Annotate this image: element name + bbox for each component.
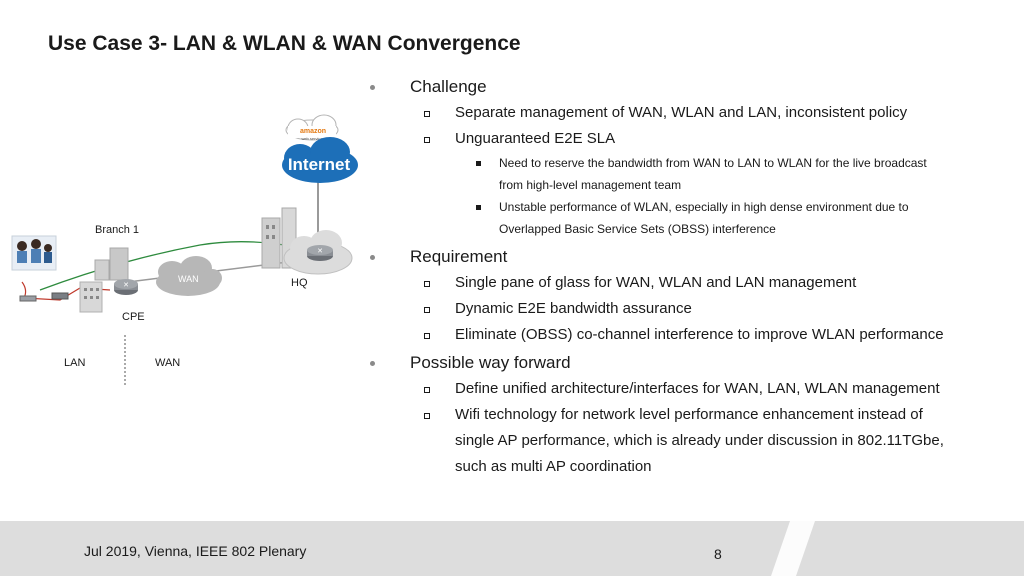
bullet-dot xyxy=(370,85,375,90)
internet-label: Internet xyxy=(288,155,351,174)
square-bullet-icon xyxy=(424,387,430,393)
hq-router-icon: ✕ xyxy=(307,245,333,261)
section-heading: Possible way forward xyxy=(410,353,571,372)
section-heading: Requirement xyxy=(410,247,508,266)
lan-cable xyxy=(21,281,111,301)
list-item: Wifi technology for network level perfor… xyxy=(368,402,1008,428)
section-heading: Challenge xyxy=(410,77,487,96)
list-item-text: Dynamic E2E bandwidth assurance xyxy=(455,300,692,317)
footer-bar xyxy=(0,521,1024,576)
list-item-text: Separate management of WAN, WLAN and LAN… xyxy=(455,104,908,121)
bullet-list: Challenge Separate management of WAN, WL… xyxy=(368,74,1008,480)
lan-label: LAN xyxy=(64,357,86,369)
wan-cloud-label: WAN xyxy=(178,274,199,284)
section-way-forward: Possible way forward xyxy=(368,350,1008,376)
amazon-sub-label: web services xyxy=(301,136,324,141)
sub-item: Need to reserve the bandwidth from WAN t… xyxy=(368,152,1008,174)
list-item-continuation: single AP performance, which is already … xyxy=(368,428,1008,454)
branch-building-icon xyxy=(79,247,129,313)
list-item-continuation: such as multi AP coordination xyxy=(368,454,1008,480)
cpe-router-icon: ✕ xyxy=(114,279,138,295)
square-bullet-icon xyxy=(424,413,430,419)
footer-decoration xyxy=(771,521,815,576)
bullet-dot xyxy=(370,361,375,366)
wan-label: WAN xyxy=(155,357,181,369)
cpe-label: CPE xyxy=(122,311,145,323)
svg-text:✕: ✕ xyxy=(123,281,129,289)
sub-item: Unstable performance of WLAN, especially… xyxy=(368,196,1008,218)
amazon-label: amazon xyxy=(300,128,326,135)
bullet-dot xyxy=(370,255,375,260)
square-bullet-icon xyxy=(424,333,430,339)
wan-cloud-icon xyxy=(156,256,222,296)
aws-cloud-icon: amazon web services xyxy=(285,114,339,141)
svg-text:✕: ✕ xyxy=(317,247,323,255)
network-diagram: amazon web services Internet ✕ xyxy=(11,114,358,385)
list-item: Unguaranteed E2E SLA xyxy=(368,126,1008,152)
lan-switch-icon xyxy=(19,292,69,302)
branch-label: Branch 1 xyxy=(95,224,140,236)
section-requirement: Requirement xyxy=(368,244,1008,270)
sub-item-continuation: Overlapped Basic Service Sets (OBSS) int… xyxy=(368,218,1008,240)
list-item-text: Define unified architecture/interfaces f… xyxy=(455,380,940,397)
footer-text: Jul 2019, Vienna, IEEE 802 Plenary xyxy=(84,543,307,559)
list-item-text: Eliminate (OBSS) co-channel interference… xyxy=(455,326,944,343)
list-item: Separate management of WAN, WLAN and LAN… xyxy=(368,100,1008,126)
slide-title: Use Case 3- LAN & WLAN & WAN Convergence xyxy=(48,32,521,55)
sub-item-continuation: from high-level management team xyxy=(368,174,1008,196)
square-bullet-icon xyxy=(424,137,430,143)
filled-square-bullet-icon xyxy=(476,161,481,166)
square-bullet-icon xyxy=(424,281,430,287)
section-challenge: Challenge xyxy=(368,74,1008,100)
list-item: Eliminate (OBSS) co-channel interference… xyxy=(368,322,1008,348)
list-item-text: Single pane of glass for WAN, WLAN and L… xyxy=(455,274,857,291)
users-photo-icon xyxy=(11,235,57,271)
list-item-text: Wifi technology for network level perfor… xyxy=(455,406,923,423)
list-item: Define unified architecture/interfaces f… xyxy=(368,376,1008,402)
list-item: Single pane of glass for WAN, WLAN and L… xyxy=(368,270,1008,296)
page-number: 8 xyxy=(714,546,722,562)
list-item-text: Unguaranteed E2E SLA xyxy=(455,130,616,147)
internet-cloud-icon: Internet xyxy=(282,137,358,183)
square-bullet-icon xyxy=(424,111,430,117)
sub-item-text: Unstable performance of WLAN, especially… xyxy=(499,200,909,214)
filled-square-bullet-icon xyxy=(476,205,481,210)
sub-item-text: Overlapped Basic Service Sets (OBSS) int… xyxy=(499,222,776,236)
list-item: Dynamic E2E bandwidth assurance xyxy=(368,296,1008,322)
sub-item-text: from high-level management team xyxy=(499,178,682,192)
hq-label: HQ xyxy=(291,277,308,289)
list-item-text: such as multi AP coordination xyxy=(455,458,652,475)
square-bullet-icon xyxy=(424,307,430,313)
list-item-text: single AP performance, which is already … xyxy=(455,432,944,449)
sub-item-text: Need to reserve the bandwidth from WAN t… xyxy=(499,156,927,170)
